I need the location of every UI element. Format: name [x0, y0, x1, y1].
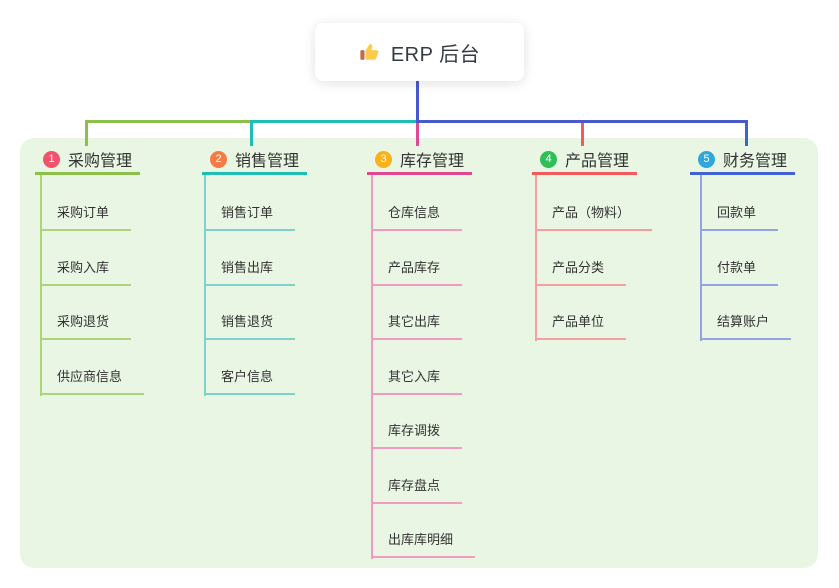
bus-segment-teal: [250, 120, 419, 123]
child-node[interactable]: 库存盘点: [371, 475, 463, 504]
branch-drop-line: [581, 120, 584, 146]
bus-segment-green: [85, 120, 253, 123]
bus-segment-blue: [416, 120, 748, 123]
branches-panel: [20, 138, 818, 568]
child-node[interactable]: 供应商信息: [40, 366, 145, 395]
root-title: ERP 后台: [390, 43, 481, 66]
branch-number-badge: 5: [698, 150, 715, 168]
branch-drop-line: [85, 120, 88, 146]
branch-drop-line: [250, 120, 253, 146]
root-node-erp[interactable]: ERP 后台: [315, 23, 524, 81]
branch-label: 销售管理: [235, 153, 300, 170]
child-node[interactable]: 销售订单: [204, 202, 296, 231]
branch-number-badge: 3: [375, 150, 392, 168]
root-connector-line: [416, 81, 419, 122]
branch-label: 库存管理: [400, 153, 465, 170]
child-node[interactable]: 产品分类: [535, 257, 627, 286]
branch-node-1[interactable]: 1 采购管理: [35, 146, 141, 175]
child-node[interactable]: 仓库信息: [371, 202, 463, 231]
branch-spine-line: [535, 175, 537, 341]
branch-label: 财务管理: [723, 153, 788, 170]
child-node[interactable]: 结算账户: [700, 311, 792, 340]
thumbs-up-icon: [359, 41, 381, 63]
child-node[interactable]: 销售出库: [204, 257, 296, 286]
branch-label: 采购管理: [68, 153, 133, 170]
child-node[interactable]: 回款单: [700, 202, 779, 231]
child-node[interactable]: 出库库明细: [371, 529, 476, 558]
child-node[interactable]: 采购入库: [40, 257, 132, 286]
branch-node-4[interactable]: 4 产品管理: [532, 146, 638, 175]
child-node[interactable]: 付款单: [700, 257, 779, 286]
branch-label: 产品管理: [565, 153, 630, 170]
branch-node-5[interactable]: 5 财务管理: [690, 146, 796, 175]
child-node[interactable]: 销售退货: [204, 311, 296, 340]
branch-number-badge: 1: [43, 150, 60, 168]
branch-drop-line: [745, 120, 748, 146]
branch-number-badge: 4: [540, 150, 557, 168]
child-node[interactable]: 采购订单: [40, 202, 132, 231]
branch-node-3[interactable]: 3 库存管理: [367, 146, 473, 175]
child-node[interactable]: 产品单位: [535, 311, 627, 340]
child-node[interactable]: 客户信息: [204, 366, 296, 395]
child-node[interactable]: 其它入库: [371, 366, 463, 395]
branch-spine-line: [371, 175, 373, 559]
child-node[interactable]: 其它出库: [371, 311, 463, 340]
child-node[interactable]: 产品（物料）: [535, 202, 653, 231]
branch-node-2[interactable]: 2 销售管理: [202, 146, 308, 175]
branch-spine-line: [700, 175, 702, 341]
branch-drop-line: [416, 122, 419, 146]
branch-number-badge: 2: [210, 150, 227, 168]
child-node[interactable]: 采购退货: [40, 311, 132, 340]
child-node[interactable]: 产品库存: [371, 257, 463, 286]
child-node[interactable]: 库存调拨: [371, 420, 463, 449]
